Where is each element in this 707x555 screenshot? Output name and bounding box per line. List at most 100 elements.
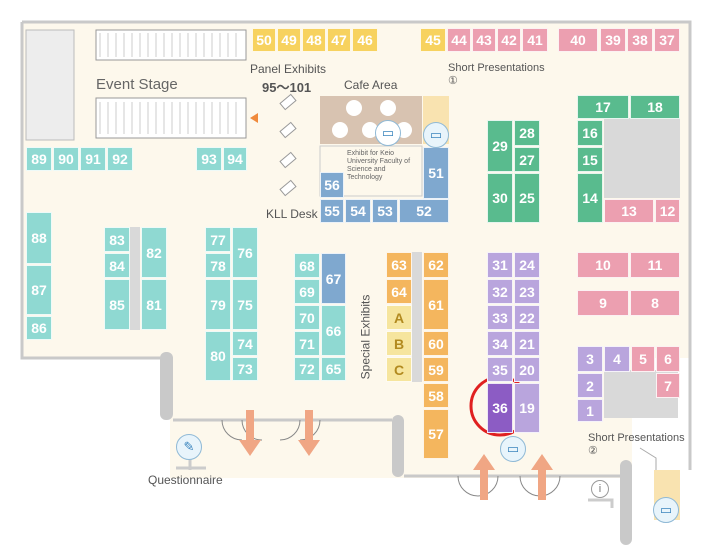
booth-86[interactable]: 86	[26, 316, 52, 340]
booth-83[interactable]: 83	[104, 227, 130, 252]
booth-A[interactable]: A	[386, 305, 412, 330]
booth-27[interactable]: 27	[514, 147, 540, 172]
booth-6[interactable]: 6	[656, 346, 680, 372]
booth-84[interactable]: 84	[104, 253, 130, 278]
booth-54[interactable]: 54	[345, 199, 371, 223]
booth-50[interactable]: 50	[252, 28, 276, 52]
booth-1[interactable]: 1	[577, 399, 603, 422]
booth-61[interactable]: 61	[423, 279, 449, 330]
booth-37[interactable]: 37	[654, 28, 680, 52]
booth-65[interactable]: 65	[321, 357, 346, 381]
booth-59[interactable]: 59	[423, 357, 449, 382]
booth-44[interactable]: 44	[447, 28, 471, 52]
booth-80[interactable]: 80	[205, 331, 231, 381]
booth-93[interactable]: 93	[196, 147, 222, 171]
booth-31[interactable]: 31	[487, 252, 513, 278]
booth-4[interactable]: 4	[604, 346, 630, 372]
booth-3[interactable]: 3	[577, 346, 603, 372]
booth-10[interactable]: 10	[577, 252, 629, 278]
booth-69[interactable]: 69	[294, 279, 320, 304]
booth-30[interactable]: 30	[487, 173, 513, 223]
booth-47[interactable]: 47	[327, 28, 351, 52]
booth-85[interactable]: 85	[104, 279, 130, 330]
booth-51[interactable]: 51	[423, 147, 449, 199]
booth-14[interactable]: 14	[577, 173, 603, 223]
booth-90[interactable]: 90	[53, 147, 79, 171]
booth-8[interactable]: 8	[630, 290, 680, 316]
booth-79[interactable]: 79	[205, 279, 231, 330]
booth-78[interactable]: 78	[205, 253, 231, 278]
keio-exhibit-label: Exhibit for Keio University Faculty of S…	[347, 150, 411, 181]
booth-22[interactable]: 22	[514, 305, 540, 330]
booth-53[interactable]: 53	[372, 199, 398, 223]
booth-12[interactable]: 12	[655, 199, 680, 223]
booth-82[interactable]: 82	[141, 227, 167, 278]
booth-20[interactable]: 20	[514, 357, 540, 382]
booth-35[interactable]: 35	[487, 357, 513, 382]
booth-33[interactable]: 33	[487, 305, 513, 330]
booth-29[interactable]: 29	[487, 120, 513, 172]
booth-57[interactable]: 57	[423, 409, 449, 459]
booth-7[interactable]: 7	[656, 373, 680, 398]
booth-41[interactable]: 41	[522, 28, 548, 52]
booth-60[interactable]: 60	[423, 331, 449, 356]
booth-24[interactable]: 24	[514, 252, 540, 278]
booth-39[interactable]: 39	[600, 28, 626, 52]
booth-76[interactable]: 76	[232, 227, 258, 278]
booth-2[interactable]: 2	[577, 373, 603, 398]
booth-75[interactable]: 75	[232, 279, 258, 330]
booth-74[interactable]: 74	[232, 331, 258, 356]
booth-15[interactable]: 15	[577, 147, 603, 172]
booth-C[interactable]: C	[386, 357, 412, 382]
booth-77[interactable]: 77	[205, 227, 231, 252]
event-stage-label: Event Stage	[96, 76, 178, 93]
booth-70[interactable]: 70	[294, 305, 320, 330]
booth-73[interactable]: 73	[232, 357, 258, 381]
booth-23[interactable]: 23	[514, 279, 540, 304]
booth-48[interactable]: 48	[302, 28, 326, 52]
booth-67[interactable]: 67	[321, 253, 346, 304]
booth-92[interactable]: 92	[107, 147, 133, 171]
booth-87[interactable]: 87	[26, 265, 52, 315]
booth-68[interactable]: 68	[294, 253, 320, 278]
booth-17[interactable]: 17	[577, 95, 629, 119]
booth-88[interactable]: 88	[26, 212, 52, 264]
booth-63[interactable]: 63	[386, 252, 412, 278]
booth-32[interactable]: 32	[487, 279, 513, 304]
booth-45[interactable]: 45	[420, 28, 446, 52]
booth-34[interactable]: 34	[487, 331, 513, 356]
booth-91[interactable]: 91	[80, 147, 106, 171]
booth-36-highlighted[interactable]: 36	[487, 383, 513, 433]
booth-16[interactable]: 16	[577, 120, 603, 146]
booth-62[interactable]: 62	[423, 252, 449, 278]
questionnaire-icon[interactable]: ✎	[176, 434, 202, 460]
booth-9[interactable]: 9	[577, 290, 629, 316]
booth-56[interactable]: 56	[320, 172, 344, 198]
booth-40[interactable]: 40	[558, 28, 598, 52]
booth-81[interactable]: 81	[141, 279, 167, 330]
booth-58[interactable]: 58	[423, 383, 449, 408]
booth-49[interactable]: 49	[277, 28, 301, 52]
booth-28[interactable]: 28	[514, 120, 540, 146]
booth-5[interactable]: 5	[631, 346, 655, 372]
booth-64[interactable]: 64	[386, 279, 412, 304]
booth-46[interactable]: 46	[352, 28, 378, 52]
booth-38[interactable]: 38	[627, 28, 653, 52]
booth-72[interactable]: 72	[294, 357, 320, 381]
booth-52[interactable]: 52	[399, 199, 449, 223]
booth-19[interactable]: 19	[514, 383, 540, 433]
booth-94[interactable]: 94	[223, 147, 247, 171]
booth-71[interactable]: 71	[294, 331, 320, 356]
booth-B[interactable]: B	[386, 331, 412, 356]
info-icon[interactable]: i	[591, 480, 609, 498]
booth-43[interactable]: 43	[472, 28, 496, 52]
booth-66[interactable]: 66	[321, 305, 346, 356]
booth-89[interactable]: 89	[26, 147, 52, 171]
booth-18[interactable]: 18	[630, 95, 680, 119]
booth-42[interactable]: 42	[497, 28, 521, 52]
booth-13[interactable]: 13	[604, 199, 654, 223]
booth-55[interactable]: 55	[320, 199, 344, 223]
booth-25[interactable]: 25	[514, 173, 540, 223]
booth-11[interactable]: 11	[630, 252, 680, 278]
booth-21[interactable]: 21	[514, 331, 540, 356]
